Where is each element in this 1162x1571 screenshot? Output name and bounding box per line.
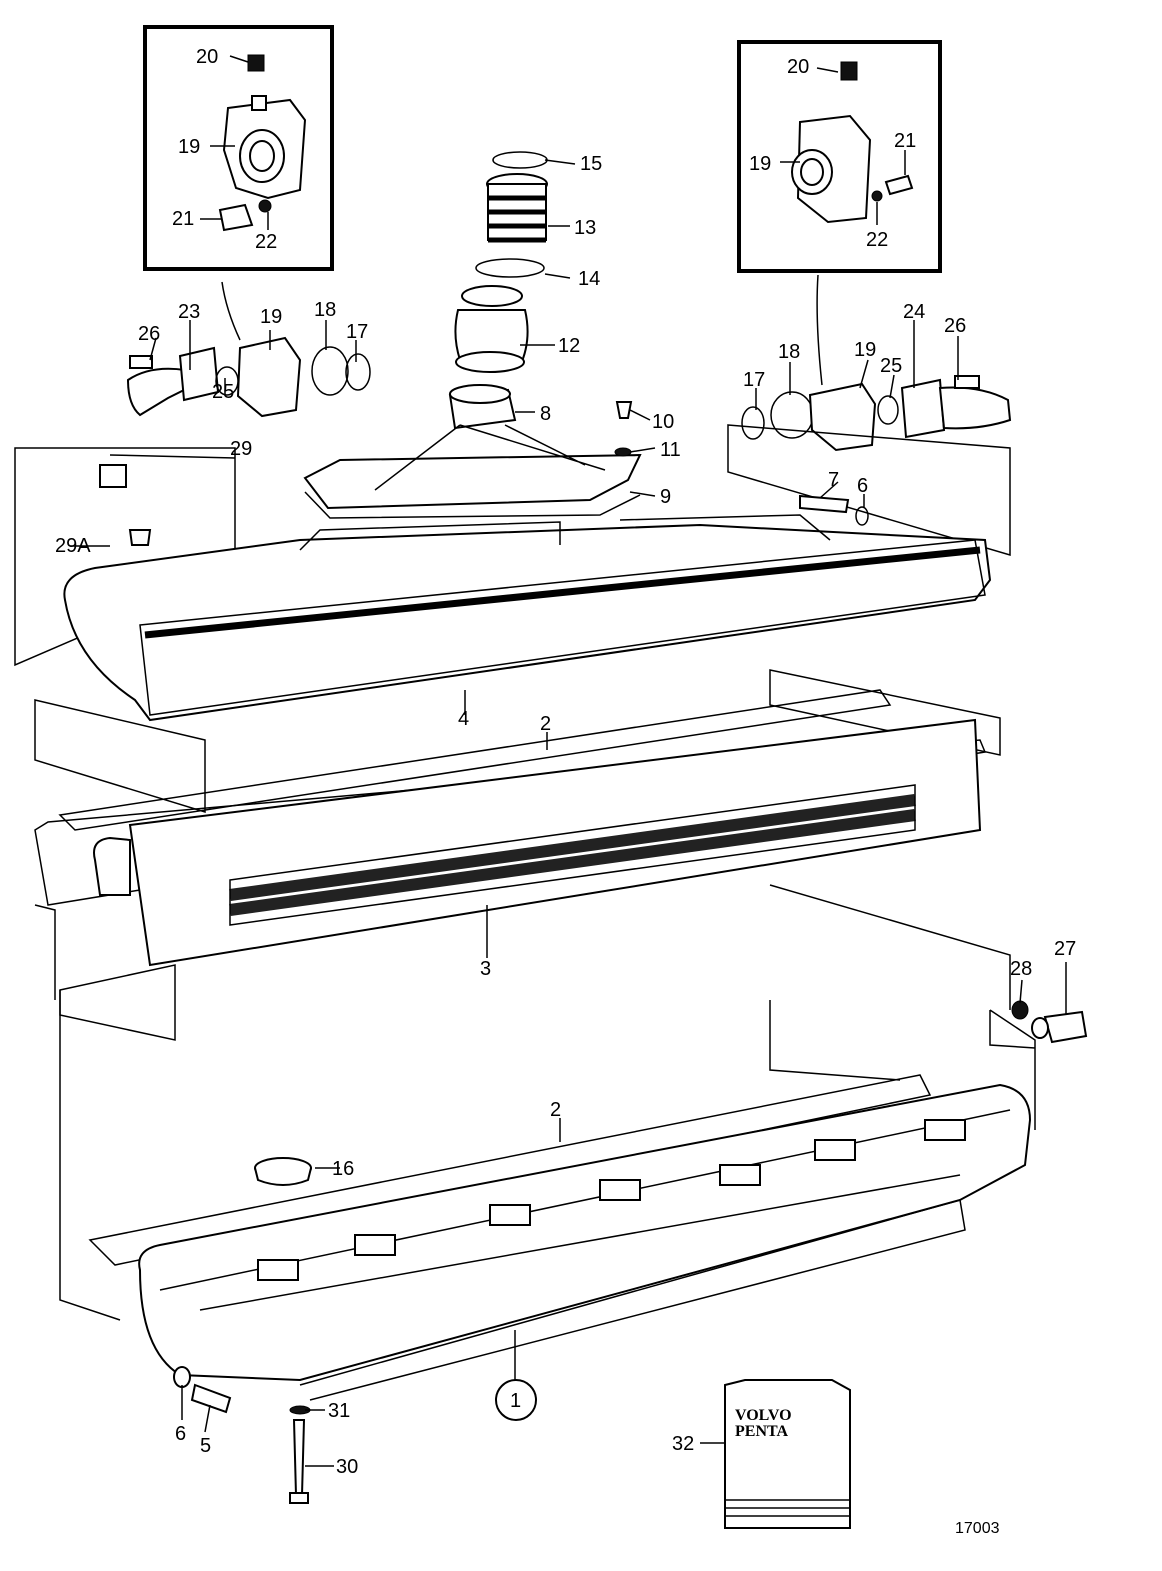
- callout-22-left: 22: [255, 231, 277, 253]
- callout-4: 4: [458, 708, 469, 730]
- callout-19-right: 19: [854, 339, 876, 361]
- callout-6-lower: 6: [175, 1423, 186, 1445]
- callout-10: 10: [652, 411, 674, 433]
- upper-gasket: [34, 669, 1001, 831]
- callout-21-right: 21: [894, 130, 916, 152]
- callout-27: 27: [1054, 938, 1076, 960]
- callout-29: 29: [230, 438, 252, 460]
- heat-exchanger-housing: [14, 424, 1011, 722]
- callout-9: 9: [660, 486, 671, 508]
- callout-8: 8: [540, 403, 551, 425]
- callout-2-lower: 2: [550, 1099, 561, 1121]
- callout-2-upper: 2: [540, 713, 551, 735]
- callout-26-left: 26: [138, 323, 160, 345]
- callout-23: 23: [178, 301, 200, 323]
- left-water-pipe-assembly: [126, 336, 371, 418]
- callout-21-left: 21: [172, 208, 194, 230]
- callout-28: 28: [1010, 958, 1032, 980]
- callout-15: 15: [580, 153, 602, 175]
- callout-26-right: 26: [944, 315, 966, 337]
- callout-5: 5: [200, 1435, 211, 1457]
- callout-19-left: 19: [260, 306, 282, 328]
- manual-booklet: VOLVO PENTA: [724, 1379, 851, 1529]
- callout-17-right: 17: [743, 369, 765, 391]
- callout-12: 12: [558, 335, 580, 357]
- lower-manifold: [59, 990, 1032, 1504]
- sensor-parts: [989, 1000, 1088, 1130]
- brand-volvo: VOLVO: [735, 1407, 792, 1424]
- callout-25-left: 25: [212, 381, 234, 403]
- callout-17-left: 17: [346, 321, 368, 343]
- callout-24: 24: [903, 301, 925, 323]
- callout-19-right-inset: 19: [749, 153, 771, 175]
- leader-lines: [70, 55, 1067, 1467]
- callout-16: 16: [332, 1158, 354, 1180]
- callout-22-right: 22: [866, 229, 888, 251]
- callout-19-left-inset: 19: [178, 136, 200, 158]
- callout-3: 3: [480, 958, 491, 980]
- brand-penta: PENTA: [735, 1423, 788, 1440]
- callout-31: 31: [328, 1400, 350, 1422]
- cooler-core: [34, 718, 1011, 1041]
- callout-1: 1: [510, 1390, 521, 1412]
- drawing-number: 17003: [955, 1520, 1000, 1537]
- intake-pipe-stack: [448, 151, 548, 430]
- callout-14: 14: [578, 268, 600, 290]
- inset-left: [143, 25, 334, 341]
- callout-18-left: 18: [314, 299, 336, 321]
- callout-11: 11: [660, 439, 681, 461]
- callout-13: 13: [574, 217, 596, 239]
- callout-29a: 29A: [55, 535, 91, 557]
- inset-right: [737, 40, 942, 386]
- callout-6-upper: 6: [857, 475, 868, 497]
- cover-plate: [303, 401, 642, 519]
- right-water-pipe-assembly: [741, 375, 1012, 452]
- callout-25-right: 25: [880, 355, 902, 377]
- callout-7: 7: [828, 469, 839, 491]
- callout-30: 30: [336, 1456, 358, 1478]
- callout-32: 32: [672, 1433, 694, 1455]
- callout-20-right: 20: [787, 56, 809, 78]
- manifold-ports: [257, 1119, 966, 1281]
- callout-20-left: 20: [196, 46, 218, 68]
- callout-labels: 20 19 21 22 20 19 21 22 15 13 14 12 8 10…: [55, 46, 1076, 1478]
- callout-18-right: 18: [778, 341, 800, 363]
